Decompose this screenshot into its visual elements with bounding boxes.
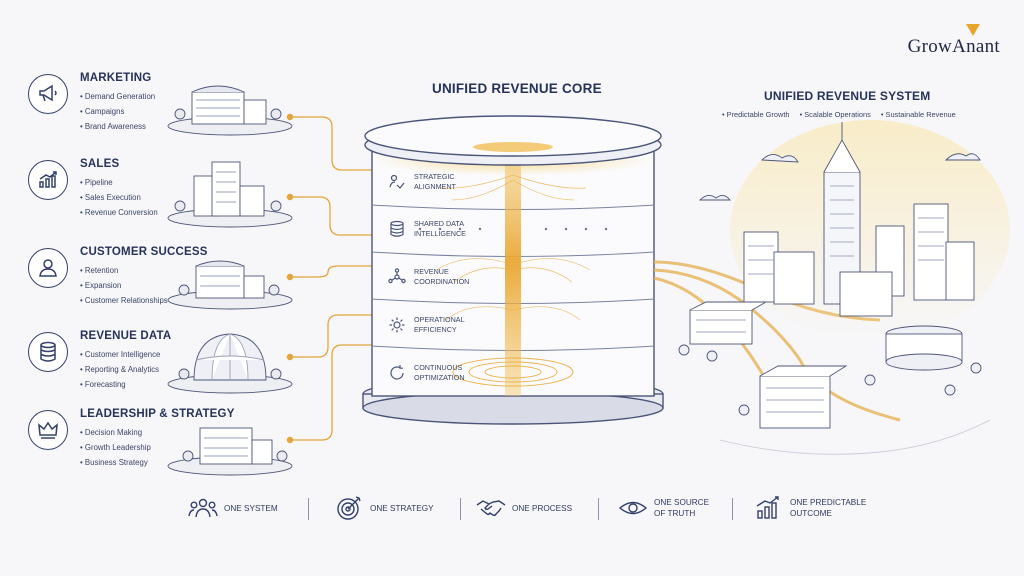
footer-label: ONE SOURCE OF TRUTH <box>654 498 710 518</box>
logo-mark-icon <box>966 24 980 36</box>
core-layer-shared-data: SHARED DATA INTELLIGENCE <box>388 210 638 252</box>
footer-item-one-outcome: ONE PREDICTABLE OUTCOME <box>754 488 870 528</box>
connector-lines <box>286 113 372 444</box>
dept-title: REVENUE DATA <box>80 330 172 342</box>
system-feature: Scalable Operations <box>800 110 871 119</box>
building-leadership <box>167 427 293 476</box>
dept-marketing: MARKETING Demand Generation Campaigns Br… <box>28 70 328 150</box>
dept-item: Revenue Conversion <box>80 205 158 220</box>
brand-logo: GrowAnant <box>907 36 1000 57</box>
connector-leadership <box>290 344 372 441</box>
bar-growth-icon <box>756 496 779 519</box>
dept-item: Decision Making <box>80 425 151 440</box>
dept-leadership-strategy: LEADERSHIP & STRATEGY Decision Making Gr… <box>28 406 328 486</box>
layer-label: STRATEGIC ALIGNMENT <box>414 172 456 191</box>
footer-label: ONE PROCESS <box>512 503 573 513</box>
dept-title: MARKETING <box>80 72 152 84</box>
dept-sales: SALES Pipeline Sales Execution Revenue C… <box>28 156 328 236</box>
dept-item: Forecasting <box>80 377 160 392</box>
dept-item: Retention <box>80 263 168 278</box>
core-cylinder <box>362 115 664 425</box>
layer-label: SHARED DATA INTELLIGENCE <box>414 219 466 238</box>
footer-label: ONE PREDICTABLE OUTCOME <box>790 498 867 518</box>
footer-divider <box>598 498 599 520</box>
dept-items: Customer Intelligence Reporting & Analyt… <box>80 347 160 392</box>
footer-item-one-strategy: ONE STRATEGY <box>334 488 434 528</box>
core-layer-strategic-alignment: STRATEGIC ALIGNMENT <box>388 163 638 205</box>
connector-customer-success <box>290 265 372 278</box>
core-layer-operational-efficiency: OPERATIONAL EFFICIENCY <box>388 306 638 348</box>
database-icon <box>28 332 68 372</box>
core-layer-revenue-coordination: REVENUE COORDINATION <box>388 258 638 300</box>
dept-item: Reporting & Analytics <box>80 362 160 377</box>
handshake-icon <box>476 500 506 517</box>
dept-item: Customer Relationships <box>80 293 168 308</box>
layer-label: OPERATIONAL EFFICIENCY <box>414 315 465 334</box>
system-features: Predictable Growth Scalable Operations S… <box>722 110 964 119</box>
connector-sales <box>290 196 372 236</box>
dept-items: Retention Expansion Customer Relationshi… <box>80 263 168 308</box>
gear-icon <box>389 317 405 333</box>
database-icon <box>390 220 404 237</box>
team-icon <box>188 498 218 518</box>
connector-marketing <box>290 116 372 171</box>
layer-label: CONTINUOUS OPTIMIZATION <box>414 363 465 382</box>
dept-item: Campaigns <box>80 104 155 119</box>
building-revenue-data <box>167 333 293 394</box>
dept-title: SALES <box>80 158 120 170</box>
dept-item: Pipeline <box>80 175 158 190</box>
footer-item-one-process: ONE PROCESS <box>476 488 572 528</box>
building-customer-success <box>167 260 293 310</box>
core-layer-continuous-optimization: CONTINUOUS OPTIMIZATION <box>388 354 638 396</box>
dept-item: Expansion <box>80 278 168 293</box>
eye-icon <box>618 501 648 515</box>
dept-customer-success: CUSTOMER SUCCESS Retention Expansion Cus… <box>28 244 328 324</box>
megaphone-icon <box>28 74 68 114</box>
footer-divider <box>732 498 733 520</box>
footer-divider <box>460 498 461 520</box>
dept-item: Customer Intelligence <box>80 347 160 362</box>
footer-principles: ONE SYSTEM ONE STRATEGY ONE PROCESS ONE … <box>170 488 890 528</box>
dept-item: Brand Awareness <box>80 119 155 134</box>
city-skyline <box>678 120 1010 455</box>
dept-item: Business Strategy <box>80 455 151 470</box>
dept-items: Decision Making Growth Leadership Busine… <box>80 425 151 470</box>
dept-item: Sales Execution <box>80 190 158 205</box>
crown-icon <box>28 410 68 450</box>
footer-divider <box>308 498 309 520</box>
refresh-icon <box>390 365 404 380</box>
system-title: UNIFIED REVENUE SYSTEM <box>764 89 931 103</box>
building-sales <box>167 161 293 228</box>
footer-item-one-system: ONE SYSTEM <box>188 488 278 528</box>
target-icon <box>337 496 361 520</box>
dept-title: CUSTOMER SUCCESS <box>80 246 208 258</box>
building-marketing <box>167 85 293 136</box>
dept-items: Demand Generation Campaigns Brand Awaren… <box>80 89 155 134</box>
system-feature: Predictable Growth <box>722 110 790 119</box>
department-buildings <box>167 85 293 476</box>
dept-items: Pipeline Sales Execution Revenue Convers… <box>80 175 158 220</box>
system-feature: Sustainable Revenue <box>881 110 956 119</box>
footer-label: ONE STRATEGY <box>370 503 434 513</box>
core-title: UNIFIED REVENUE CORE <box>432 81 602 96</box>
dept-title: LEADERSHIP & STRATEGY <box>80 408 235 420</box>
alignment-icon <box>389 174 405 189</box>
dept-item: Demand Generation <box>80 89 155 104</box>
growth-chart-icon <box>28 160 68 200</box>
footer-label: ONE SYSTEM <box>224 503 278 513</box>
layer-label: REVENUE COORDINATION <box>414 267 470 286</box>
footer-item-one-source: ONE SOURCE OF TRUTH <box>618 488 714 528</box>
network-icon <box>388 268 406 284</box>
connector-revenue-data <box>290 314 372 358</box>
user-icon <box>28 248 68 288</box>
core-base-rings <box>452 357 574 387</box>
energy-lines <box>435 174 591 321</box>
data-dots <box>418 227 608 231</box>
dept-revenue-data: REVENUE DATA Customer Intelligence Repor… <box>28 328 328 408</box>
dept-item: Growth Leadership <box>80 440 151 455</box>
